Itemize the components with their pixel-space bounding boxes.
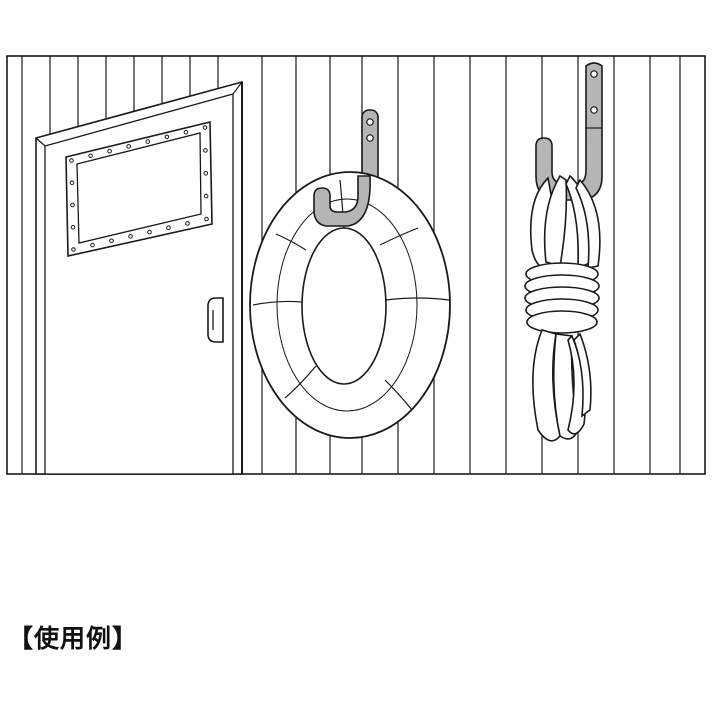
window-rivet [69, 180, 75, 186]
window-rivet [147, 229, 152, 235]
window-rivet [204, 216, 209, 222]
window-rivet [203, 193, 209, 199]
coiled-rope [524, 174, 601, 442]
wall-hook-left [361, 109, 379, 183]
porthole-window [65, 120, 213, 257]
window-rivet [202, 125, 208, 130]
window-rivet [70, 225, 76, 230]
window-rivet [109, 238, 114, 244]
window-rivet [203, 148, 208, 153]
window-rivet [128, 234, 133, 239]
door [35, 80, 243, 475]
window-rivet [185, 221, 190, 226]
life-ring [249, 171, 451, 439]
window-rivet [145, 139, 151, 144]
window-rivet [203, 171, 209, 176]
window-rivet [90, 242, 95, 248]
window-rivet [70, 202, 75, 208]
window-rivet [166, 225, 171, 230]
caption-usage-example: 【使用例】 [8, 624, 139, 653]
door-handle [207, 297, 224, 343]
window-rivet [71, 247, 76, 252]
window-rivet [164, 134, 170, 140]
window-rivet [183, 129, 189, 135]
window-rivet [88, 153, 93, 159]
window-rivet [69, 158, 74, 163]
window-rivet [107, 148, 112, 154]
wall-hook-left-arm [313, 175, 371, 227]
window-rivet [126, 144, 131, 149]
